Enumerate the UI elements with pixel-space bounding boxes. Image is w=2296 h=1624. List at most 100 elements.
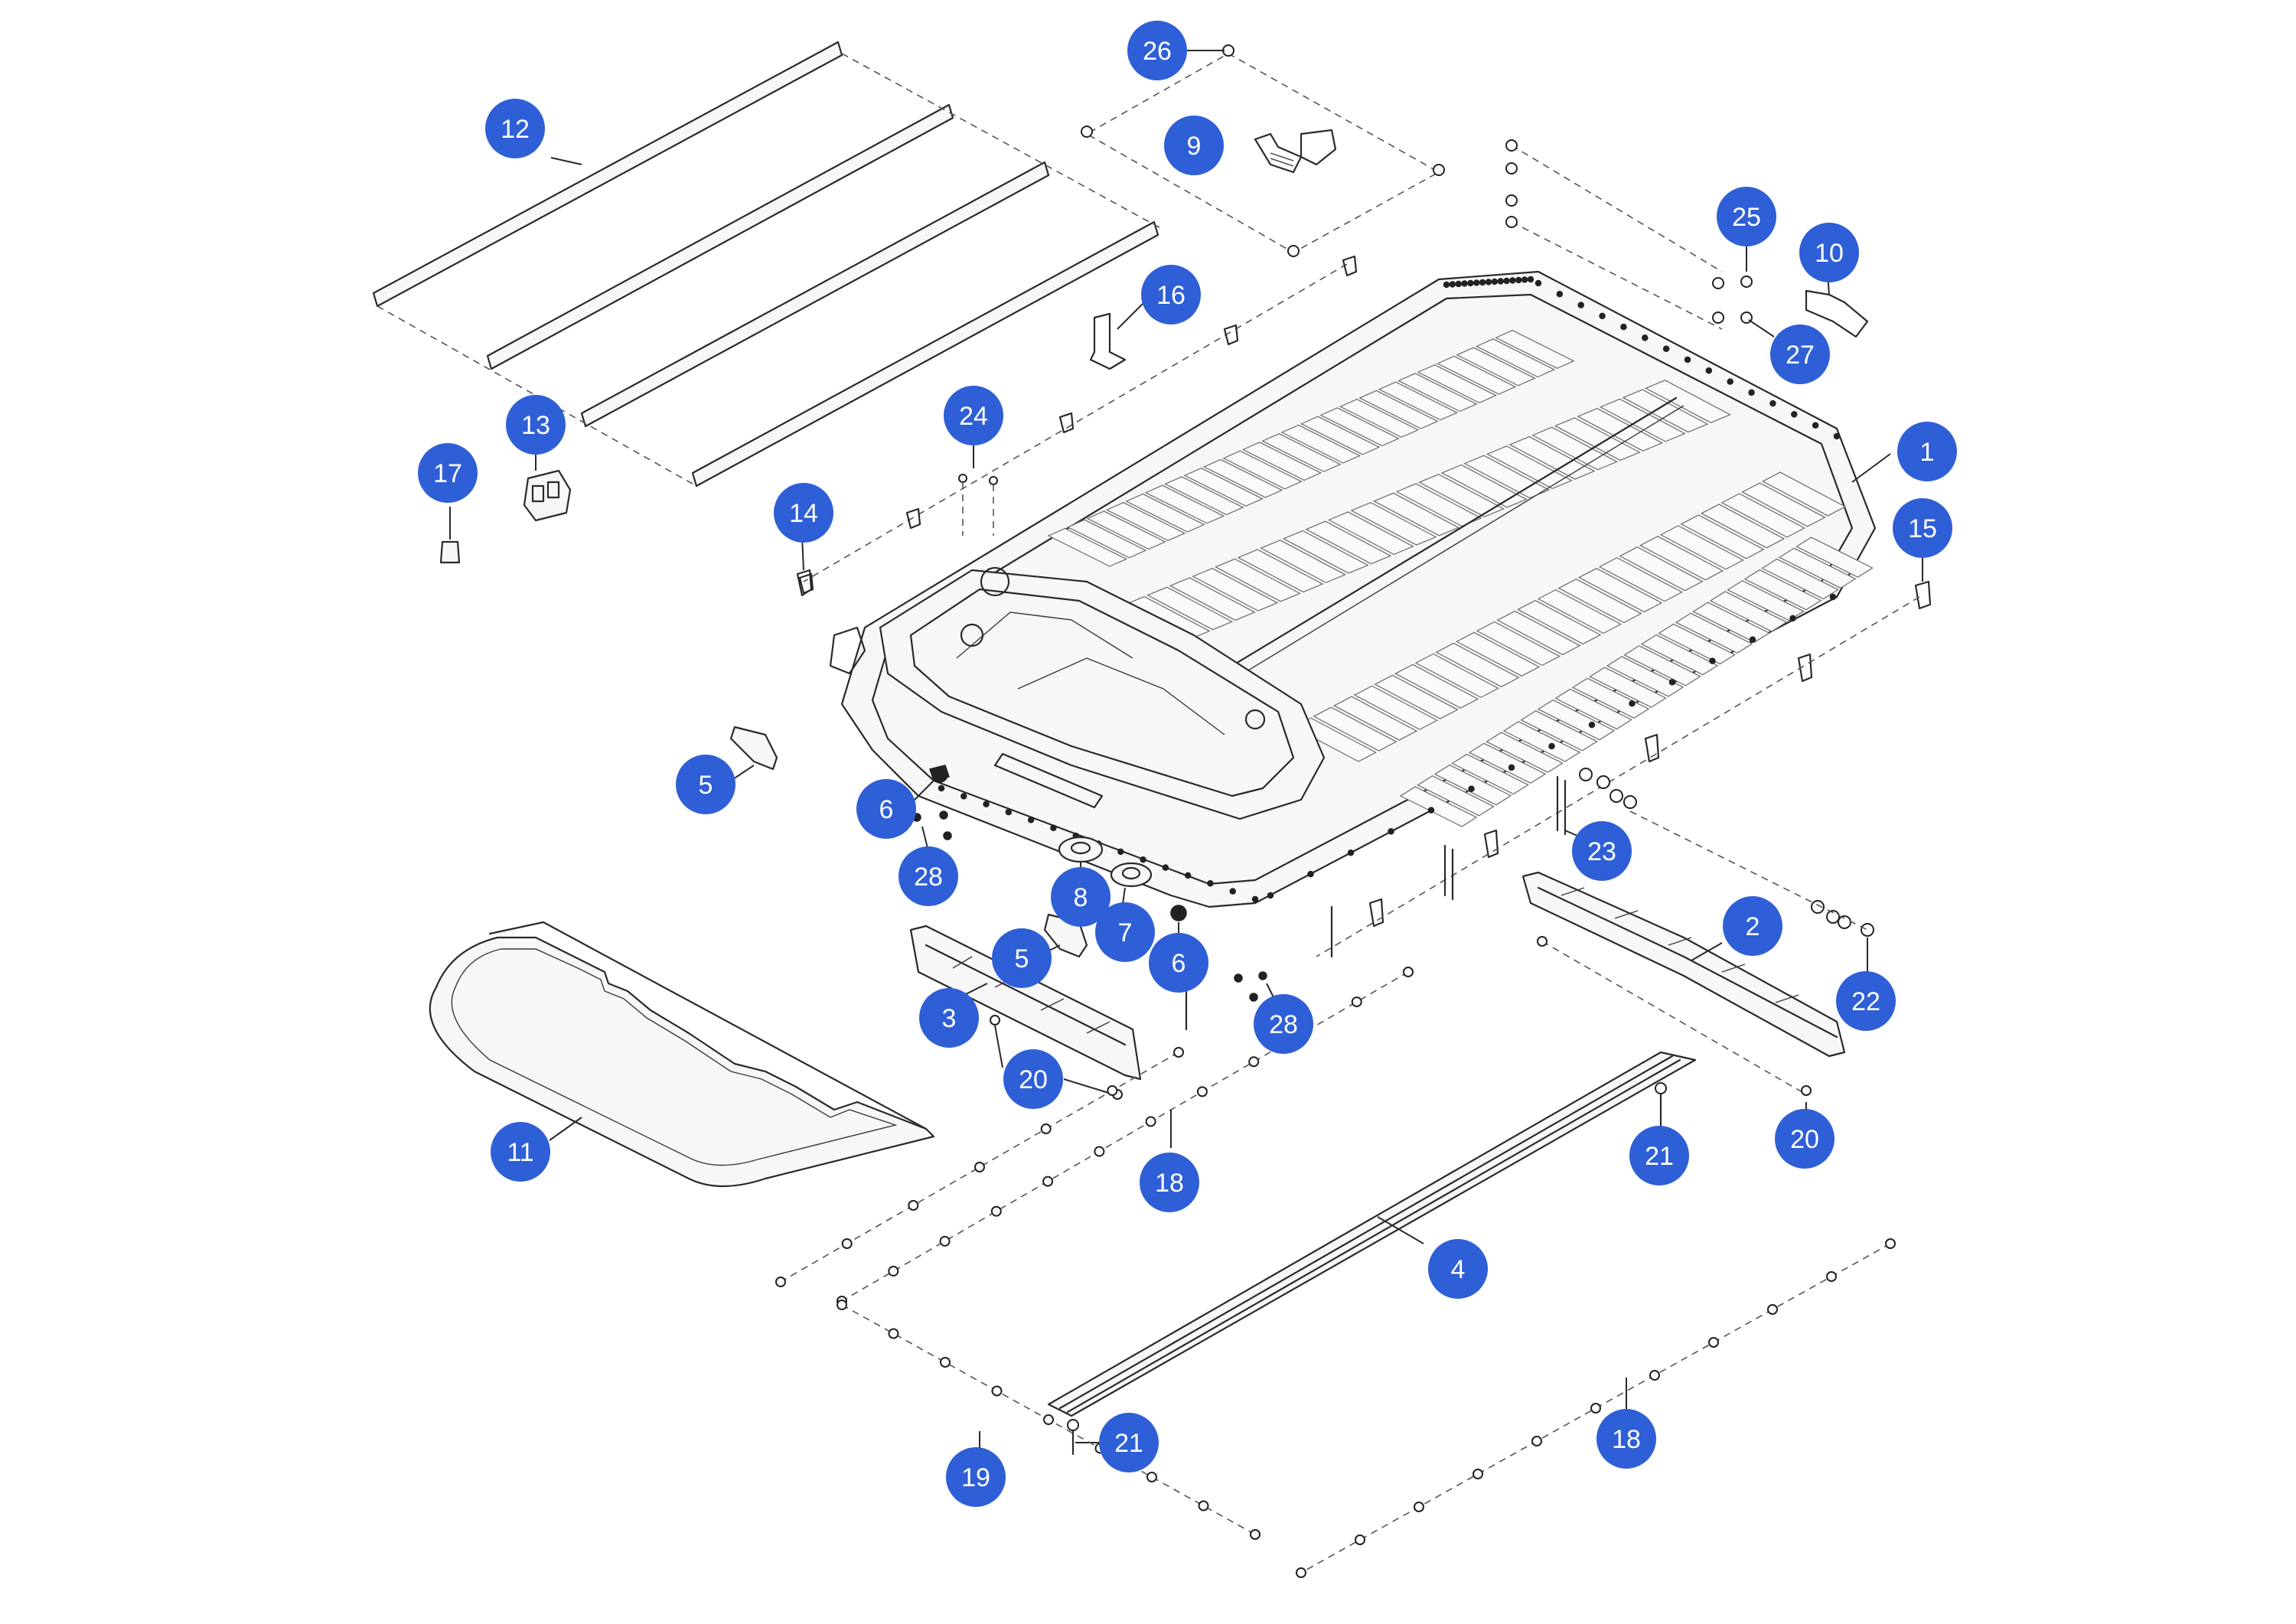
cell-module (1502, 721, 1581, 762)
bolt (888, 1328, 899, 1339)
rim-bolt (1117, 848, 1124, 856)
callout-circle (1003, 1049, 1063, 1109)
callout-label: 7 (1118, 918, 1133, 947)
rim-bolt (1515, 276, 1522, 284)
clip-14 (796, 535, 813, 597)
rim-bolt (1709, 657, 1716, 664)
rim-bolt (1769, 399, 1776, 407)
callout-circle (946, 1447, 1006, 1507)
callout-circle (506, 395, 566, 455)
bolt (939, 1235, 951, 1247)
cell-module (1675, 612, 1753, 654)
cell-module (1164, 476, 1244, 516)
rim-bolt (1521, 276, 1528, 283)
callout-label: 23 (1587, 837, 1616, 866)
cell-module (1598, 557, 1683, 602)
cell-module (1741, 482, 1826, 527)
rim-bolt (1449, 281, 1456, 288)
callout-c12: 12 (485, 99, 545, 158)
cell-module (1778, 547, 1857, 589)
cell-module (1554, 688, 1632, 730)
rim-bolt (1229, 888, 1236, 895)
top-harness-assembly (1081, 44, 1445, 257)
callout-c28a: 28 (899, 846, 958, 906)
rim-bolt (1599, 312, 1606, 320)
cell-module (1537, 699, 1616, 741)
bolt (1826, 1271, 1837, 1282)
callout-circle (676, 755, 735, 814)
cell-module (1378, 381, 1459, 421)
cell-module (1557, 578, 1642, 624)
callout-circle (856, 779, 916, 839)
cell-module (1435, 642, 1520, 687)
cell-module (1146, 586, 1234, 631)
bolt (841, 1238, 853, 1249)
callout-circle (1717, 187, 1776, 246)
clips-15 (1316, 553, 1932, 957)
cell-module (1440, 464, 1528, 508)
callout-circle (1596, 1409, 1656, 1469)
plug-17 (439, 507, 461, 564)
rim-bolt (1461, 280, 1468, 287)
cell-module (1202, 458, 1283, 498)
callout-c21a: 21 (1629, 1126, 1689, 1185)
callout-c2: 2 (1723, 896, 1782, 956)
callout-circle (1099, 1413, 1159, 1472)
bolts-25-27 (1505, 139, 1775, 338)
cell-module (1327, 511, 1414, 556)
cell-module (1319, 407, 1400, 447)
cell-module (1261, 433, 1342, 472)
cell-module (1086, 510, 1166, 550)
rim-bolt (1491, 278, 1499, 285)
callout-c4: 4 (1428, 1239, 1488, 1299)
callout-label: 20 (1019, 1065, 1048, 1094)
rim-bolt (1267, 892, 1274, 899)
callout-circle (1127, 21, 1187, 80)
rim-bolt (1556, 291, 1564, 298)
callout-circle (1254, 994, 1313, 1054)
cell-module (1577, 408, 1664, 452)
callout-label: 4 (1451, 1255, 1466, 1284)
callout-label: 21 (1114, 1429, 1143, 1458)
callout-circle (1051, 867, 1110, 927)
callout-c1: 1 (1897, 422, 1957, 481)
cell-module (1619, 546, 1704, 592)
cell-module (1451, 753, 1529, 795)
bolt (1767, 1304, 1778, 1315)
cell-module (1333, 696, 1418, 741)
rim-bolt (1443, 281, 1450, 289)
rim-bolt (1829, 593, 1837, 601)
callout-circle (774, 483, 833, 543)
cell-module (1417, 364, 1497, 403)
callout-label: 21 (1645, 1142, 1674, 1171)
cell-module (1606, 656, 1684, 697)
callout-circle (944, 386, 1003, 445)
rim-bolt (1534, 279, 1542, 287)
bolt (1355, 1534, 1365, 1545)
callout-c6b: 6 (1149, 933, 1208, 993)
cell-module (1260, 540, 1347, 583)
rim-bolt (1455, 280, 1462, 288)
cell-module (1169, 577, 1256, 621)
battery-cell-modules (1047, 330, 1874, 827)
rim-bolt (1748, 389, 1755, 396)
cell-module (1456, 631, 1541, 677)
cell-module (1374, 674, 1459, 719)
bolt (1708, 1337, 1719, 1348)
callout-label: 17 (433, 459, 462, 488)
callout-label: 28 (1269, 1010, 1298, 1039)
rim-bolt (1527, 276, 1534, 283)
cell-module (1520, 710, 1598, 752)
lower-bolt-rows (775, 967, 1896, 1578)
seal-11 (429, 921, 935, 1188)
cell-module (1640, 634, 1719, 676)
callout-c15: 15 (1893, 498, 1952, 558)
bolt (1531, 1436, 1542, 1446)
cell-module (1456, 347, 1536, 386)
callout-circle (1095, 902, 1155, 962)
callout-c26: 26 (1127, 21, 1187, 80)
callout-label: 15 (1908, 514, 1937, 543)
callout-c16: 16 (1141, 265, 1201, 324)
callout-c6a: 6 (856, 779, 916, 839)
callout-label: 5 (699, 771, 713, 800)
